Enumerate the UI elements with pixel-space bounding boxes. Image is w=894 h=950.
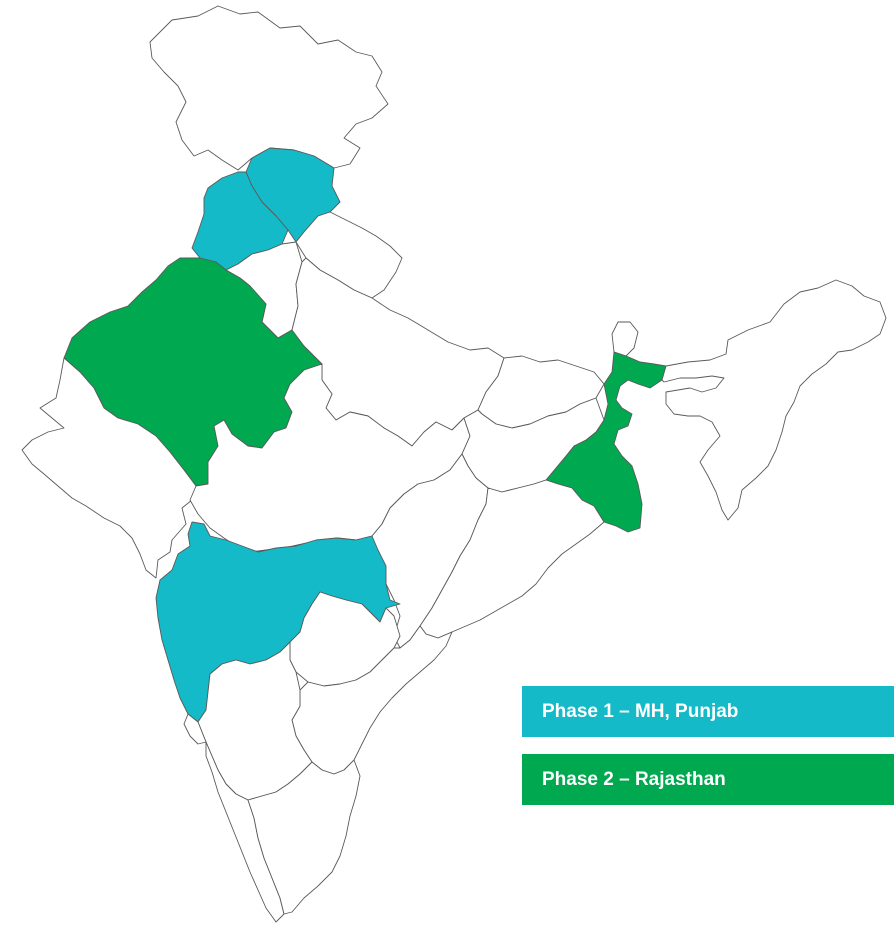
region-tamil-nadu[interactable] [247,759,361,915]
region-odisha[interactable] [419,479,605,639]
legend-phase-2-label: Phase 2 – Rajasthan [542,769,726,790]
legend-phase-2: Phase 2 – Rajasthan [522,754,894,805]
region-goa[interactable] [183,713,207,745]
region-jammu-kashmir[interactable] [149,5,389,171]
region-sikkim[interactable] [611,321,639,357]
region-northeast[interactable] [661,279,887,521]
region-gujarat[interactable] [21,357,197,579]
legend-phase-1-label: Phase 1 – MH, Punjab [542,701,739,722]
legend-phase-1: Phase 1 – MH, Punjab [522,686,894,737]
